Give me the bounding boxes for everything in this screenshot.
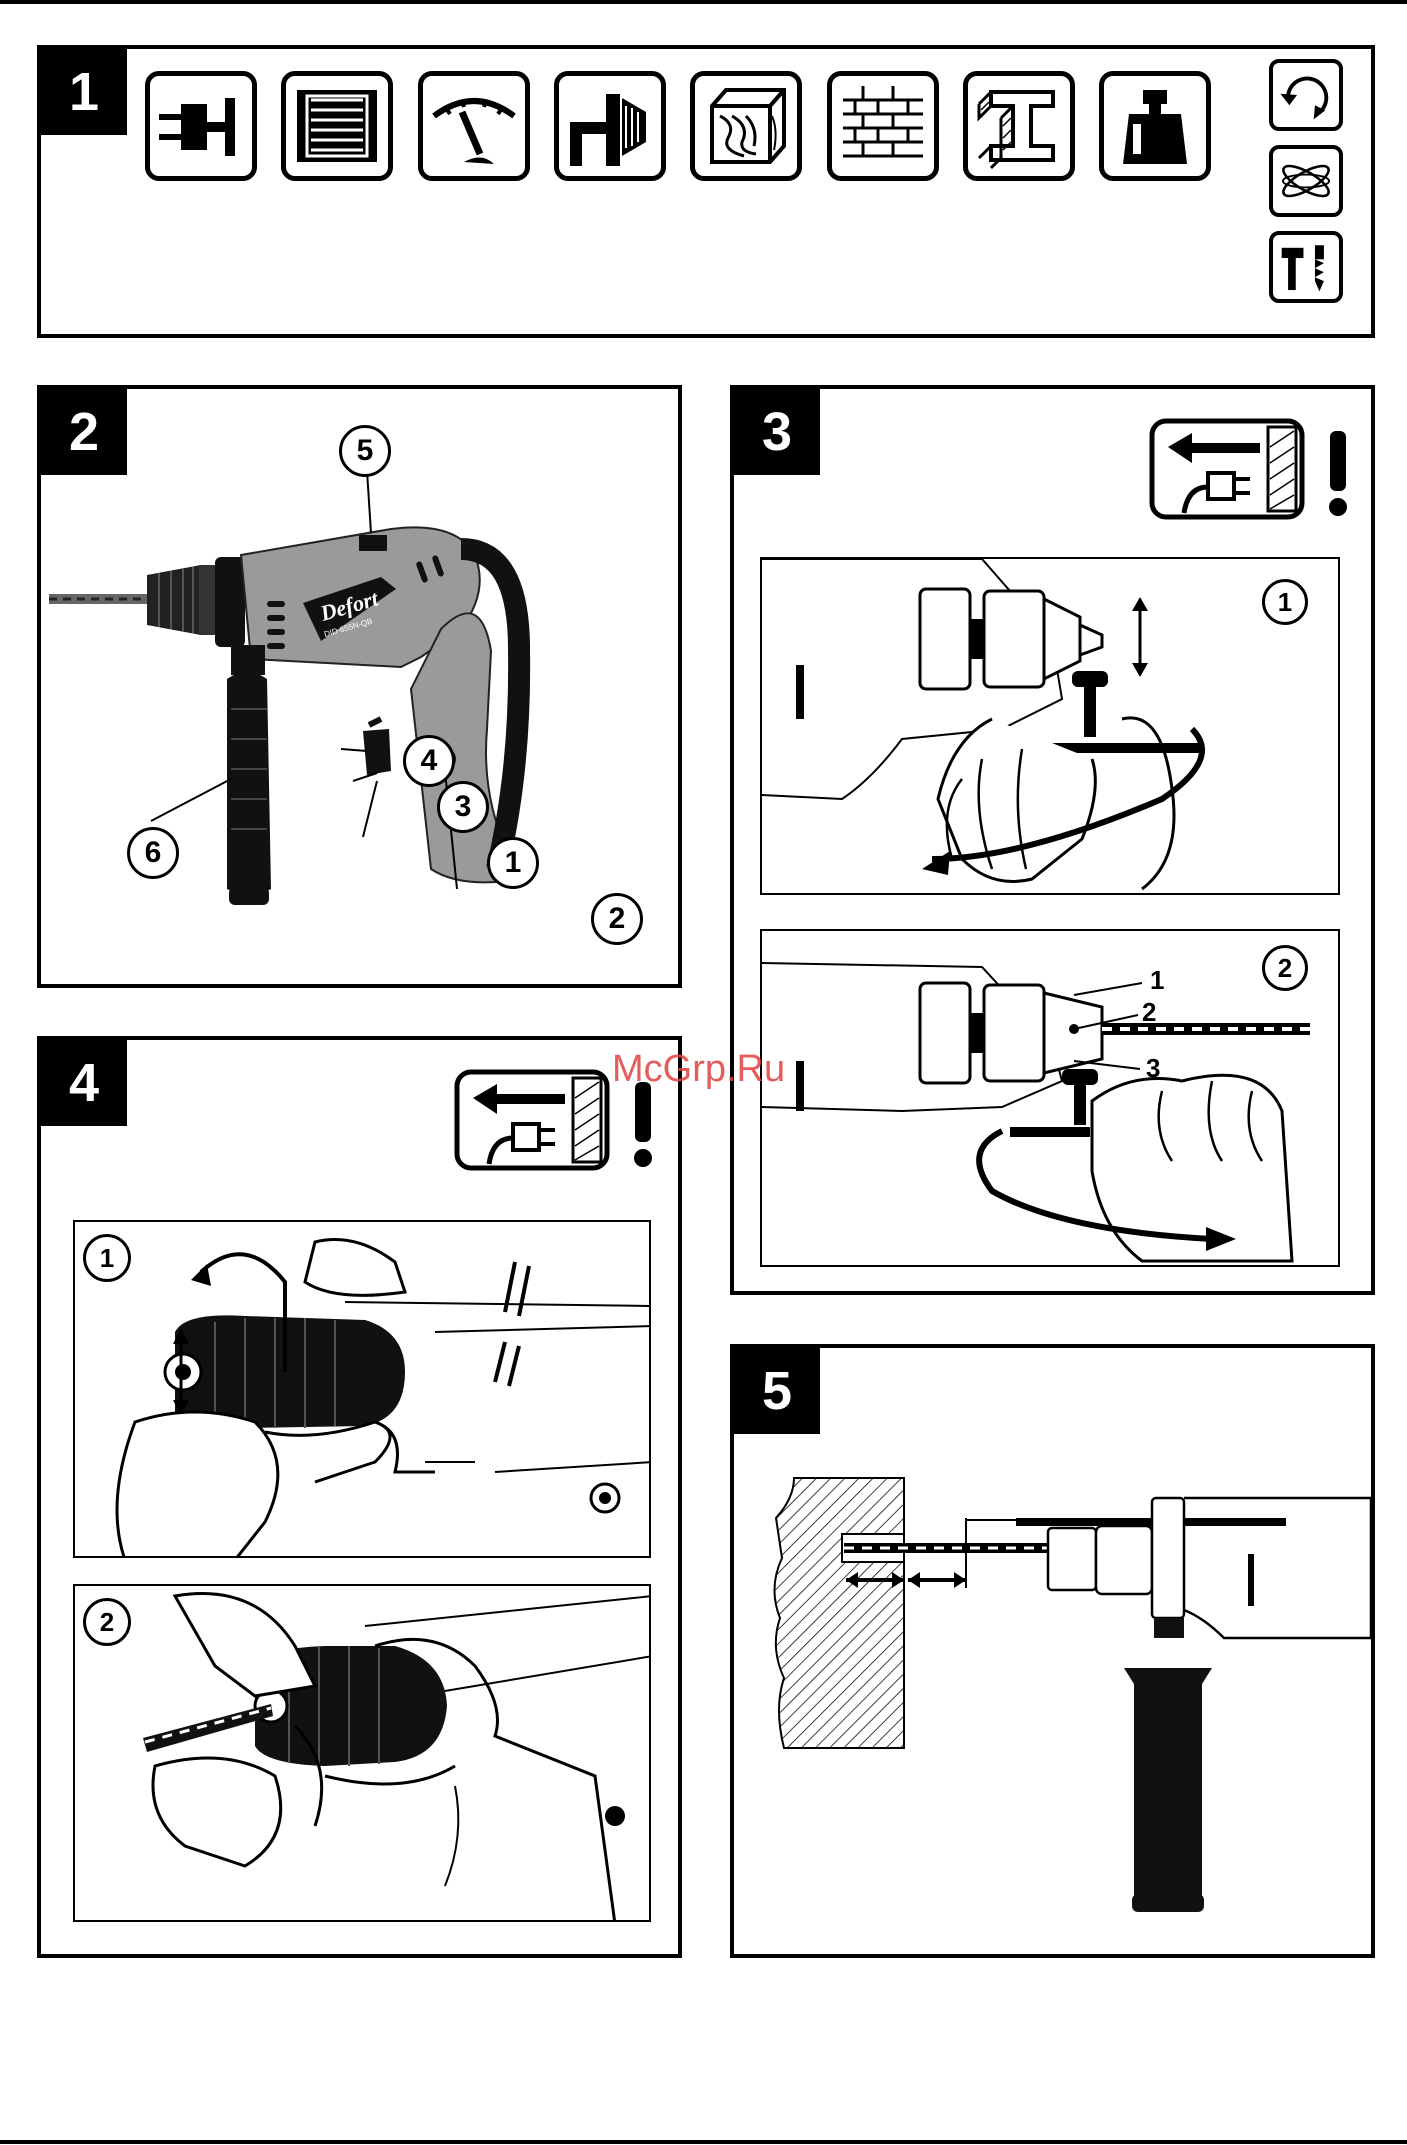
step4-frame-2: 2: [73, 1584, 651, 1922]
callout-5: 5: [339, 425, 391, 477]
step4-frame-1: 1: [73, 1220, 651, 1558]
chuck-icon: [554, 71, 666, 181]
panel-5-depth-stop: 5: [730, 1344, 1375, 1958]
watermark: McGrp.Ru: [612, 1048, 785, 1091]
panel-number: 3: [734, 389, 820, 475]
weight-icon: [1099, 71, 1211, 181]
step3-sub-2: 2: [1262, 945, 1308, 991]
callout-4: 4: [403, 735, 455, 787]
reverse-rotation-icon: [1269, 59, 1343, 131]
step4-sub-2: 2: [83, 1598, 131, 1646]
hammer-drill-icon: [1269, 231, 1343, 303]
panel-1-features: 1: [37, 45, 1375, 338]
step3-frame-2: 2 1 2 3: [760, 929, 1340, 1267]
unplug-warning-icon: [1148, 417, 1368, 521]
panel-3-key-chuck: 3 1: [730, 385, 1375, 1295]
callout-6: 6: [127, 827, 179, 879]
step3-frame-1: 1: [760, 557, 1340, 895]
vibration-icon: [1269, 145, 1343, 217]
top-rule: [0, 0, 1407, 4]
chuck-label-2: 2: [1142, 997, 1156, 1028]
callout-1: 1: [487, 837, 539, 889]
motor-icon: [281, 71, 393, 181]
panel-2-drill-overview: 2 Defort DID-655N-QB: [37, 385, 682, 988]
chuck-label-1: 1: [1150, 965, 1164, 996]
chuck-label-3: 3: [1146, 1053, 1160, 1084]
steel-beam-icon: [963, 71, 1075, 181]
step4-sub-1: 1: [83, 1234, 131, 1282]
step3-sub-1: 1: [1262, 579, 1308, 625]
wood-icon: [690, 71, 802, 181]
callout-3: 3: [437, 781, 489, 833]
drill-illustration: Defort DID-655N-QB: [41, 389, 678, 984]
brick-icon: [827, 71, 939, 181]
bottom-rule: [0, 2140, 1407, 2144]
gauge-icon: [418, 71, 530, 181]
panel-number: 1: [41, 49, 127, 135]
panel-4-keyless-chuck: 4 1: [37, 1036, 682, 1958]
power-plug-icon: [145, 71, 257, 181]
panel-number: 4: [41, 1040, 127, 1126]
callout-2: 2: [591, 893, 643, 945]
depth-stop-illustration: [734, 1348, 1371, 1954]
